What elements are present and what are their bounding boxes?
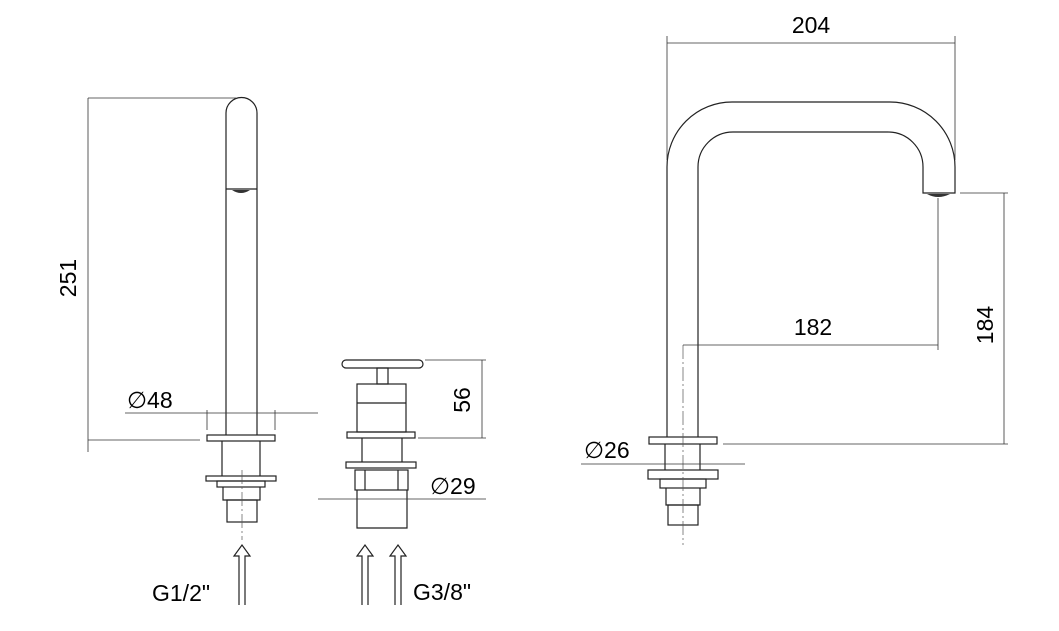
inlet-arrow-g12: G1/2" xyxy=(152,543,252,606)
dimension-251-label: 251 xyxy=(55,259,81,297)
dimension-184: 184 xyxy=(723,192,1008,445)
dimension-182-label: 182 xyxy=(794,314,832,340)
diameter-29-label: ∅29 xyxy=(430,473,476,499)
left-spout xyxy=(205,96,277,540)
dimension-56-label: 56 xyxy=(449,387,475,413)
connection-g38-label: G3/8" xyxy=(413,579,471,605)
dimension-184-label: 184 xyxy=(972,306,998,345)
handle-valve xyxy=(341,359,424,529)
dimension-diameter-26: ∅26 xyxy=(581,437,745,465)
dimension-56: 56 xyxy=(418,359,486,439)
dimension-diameter-48: ∅48 xyxy=(125,387,318,430)
connection-g12-label: G1/2" xyxy=(152,580,210,606)
dimension-204-label: 204 xyxy=(792,12,831,38)
dimension-204: 204 xyxy=(666,12,956,160)
dimension-251: 251 xyxy=(55,97,236,452)
right-spout xyxy=(647,101,956,545)
dimension-diameter-29: ∅29 xyxy=(318,473,486,500)
diameter-26-label: ∅26 xyxy=(584,437,630,463)
dimension-182: 182 xyxy=(683,198,939,350)
diameter-48-label: ∅48 xyxy=(127,387,173,413)
inlet-arrows-g38: G3/8" xyxy=(355,543,471,605)
